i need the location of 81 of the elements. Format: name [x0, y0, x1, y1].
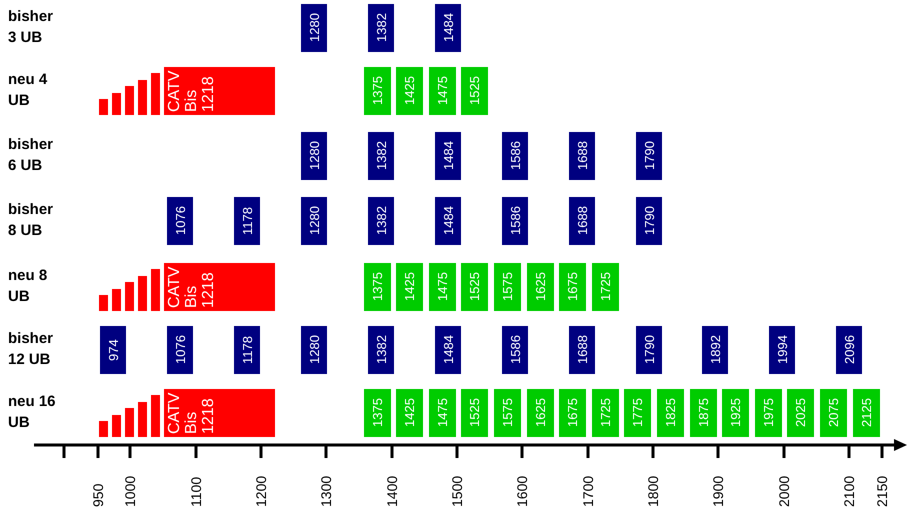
- channel-block: 1586: [502, 197, 528, 245]
- channel-block: 1382: [368, 132, 394, 180]
- channel-block: 974: [100, 326, 126, 374]
- axis-tick-label: 950: [90, 482, 106, 507]
- channel-block: 2096: [836, 326, 862, 374]
- channel-block: 1178: [234, 197, 260, 245]
- channel-block: 1382: [368, 197, 394, 245]
- channel-block: 1525: [461, 263, 488, 311]
- channel-block: 1925: [722, 389, 750, 437]
- axis-tick-label: 1200: [253, 474, 269, 507]
- channel-block: 2075: [820, 389, 847, 437]
- channel-block: 1675: [559, 263, 586, 311]
- channel-block: 1484: [434, 326, 461, 374]
- channel-block: 1575: [494, 263, 521, 311]
- channel-block: 1688: [568, 326, 595, 374]
- axis-tick-label: 1400: [384, 474, 400, 507]
- axis-tick-label: 1500: [449, 474, 465, 507]
- channel-block: 1725: [592, 389, 619, 437]
- row-label: neu 8 UB: [8, 266, 48, 307]
- channel-block: 1525: [461, 67, 488, 115]
- channel-block: 1688: [568, 132, 595, 180]
- channel-block: 1675: [559, 389, 586, 437]
- channel-block: 1484: [434, 132, 461, 180]
- catv-band-block: CATV Bis 1218: [164, 389, 275, 437]
- channel-block: 1475: [428, 67, 456, 115]
- row-label: bisher 12 UB: [8, 329, 54, 370]
- channel-block: 1382: [368, 4, 394, 52]
- channel-block: 1375: [364, 263, 390, 311]
- row-label: bisher 6 UB: [8, 135, 54, 176]
- axis-tick-label: 2150: [874, 474, 890, 507]
- channel-block: 1425: [396, 389, 424, 437]
- channel-block: 1892: [702, 326, 728, 374]
- axis-tick-label: 2000: [776, 474, 792, 507]
- channel-block: 1425: [396, 67, 424, 115]
- channel-block: 1475: [428, 263, 456, 311]
- channel-block: 1280: [301, 4, 327, 52]
- channel-block: 1975: [754, 389, 782, 437]
- channel-block: 1875: [690, 389, 716, 437]
- channel-block: 1625: [526, 389, 554, 437]
- channel-block: 1280: [301, 197, 327, 245]
- row-label: bisher 8 UB: [8, 200, 54, 241]
- channel-block: 1625: [526, 263, 554, 311]
- axis-tick-label: 1600: [514, 474, 530, 507]
- channel-block: 1076: [167, 197, 194, 245]
- axis-tick-label: 1000: [122, 474, 138, 507]
- channel-block: 1375: [364, 389, 390, 437]
- axis-tick-label: 1300: [318, 474, 334, 507]
- catv-band-block: CATV Bis 1218: [164, 67, 275, 115]
- channel-block: 1725: [592, 263, 619, 311]
- channel-block: 1484: [434, 4, 461, 52]
- row-label: neu 16 UB: [8, 392, 56, 433]
- channel-block: 1586: [502, 326, 528, 374]
- channel-block: 1076: [167, 326, 194, 374]
- channel-block: 1375: [364, 67, 390, 115]
- channel-block: 1775: [624, 389, 652, 437]
- channel-block: 1280: [301, 132, 327, 180]
- axis-tick-label: 1900: [710, 474, 726, 507]
- row-label: neu 4 UB: [8, 70, 48, 111]
- channel-block: 1525: [461, 389, 488, 437]
- axis-tick-label: 1700: [580, 474, 596, 507]
- channel-block: 1280: [301, 326, 327, 374]
- channel-block: 1425: [396, 263, 424, 311]
- channel-block: 1475: [428, 389, 456, 437]
- row-label: bisher 3 UB: [8, 7, 54, 48]
- channel-block: 1575: [494, 389, 521, 437]
- axis-tick-label: 2100: [841, 474, 857, 507]
- channel-block: 1586: [502, 132, 528, 180]
- channel-block: 1790: [636, 132, 662, 180]
- channel-block: 1994: [769, 326, 796, 374]
- channel-block: 2025: [787, 389, 814, 437]
- catv-band-block: CATV Bis 1218: [164, 263, 275, 311]
- axis-tick-label: 1100: [188, 476, 204, 507]
- channel-block: 1790: [636, 326, 662, 374]
- channel-block: 1790: [636, 197, 662, 245]
- channel-block: 2125: [852, 389, 880, 437]
- axis-tick-label: 1800: [645, 474, 661, 507]
- channel-block: 1382: [368, 326, 394, 374]
- channel-block: 1825: [656, 389, 684, 437]
- channel-block: 1178: [234, 326, 260, 374]
- channel-block: 1688: [568, 197, 595, 245]
- channel-block: 1484: [434, 197, 461, 245]
